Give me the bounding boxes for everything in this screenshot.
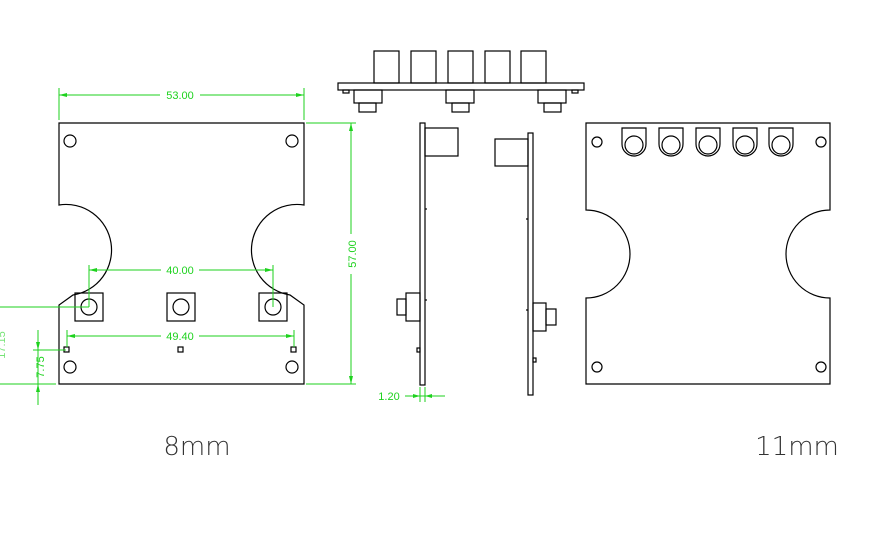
dimension-height: 57.00: [306, 122, 359, 385]
dimension-width: 53.00: [58, 88, 305, 120]
side-view-left: 1.20: [378, 122, 459, 403]
dimension-pad-spacing: 49.40: [66, 329, 295, 347]
mount-hole: [63, 360, 77, 374]
bottom-offset-label: 7.75: [35, 356, 47, 377]
height-label: 57.00: [347, 240, 359, 268]
width-label: 53.00: [166, 90, 194, 102]
top-view: [337, 50, 585, 113]
mount-hole: [285, 360, 299, 374]
small-pad: [177, 346, 184, 353]
right-board-11mm: [585, 122, 831, 385]
small-pad: [290, 346, 297, 353]
mount-hole: [591, 361, 603, 373]
button-pad: [166, 292, 196, 322]
mount-hole: [591, 136, 603, 148]
button-hole: [172, 298, 190, 316]
led-footprints: [621, 127, 794, 157]
left-board-outline: [58, 122, 305, 385]
label-11mm: 11mm: [755, 432, 839, 462]
thickness-label: 1.20: [378, 391, 399, 403]
side-offset-label: 17.15: [0, 331, 8, 359]
mount-hole: [815, 361, 827, 373]
right-board-outline: [585, 122, 831, 385]
mount-hole: [285, 134, 299, 148]
hole-spacing-label: 40.00: [166, 265, 194, 277]
side-view-right: [494, 132, 557, 396]
dimension-hole-spacing: 40.00: [88, 263, 274, 307]
mount-hole: [63, 134, 77, 148]
pad-spacing-label: 49.40: [166, 331, 194, 343]
left-board-8mm: [58, 122, 305, 385]
label-8mm: 8mm: [163, 432, 230, 462]
dimension-bottom-offset: 7.75 17.15: [0, 306, 89, 405]
mount-hole: [815, 136, 827, 148]
